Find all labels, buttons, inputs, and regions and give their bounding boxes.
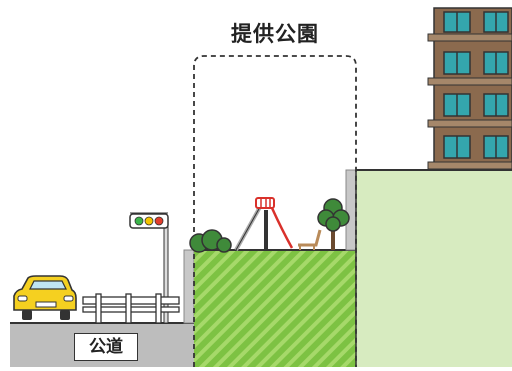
car-icon bbox=[13, 275, 77, 320]
park-boundary bbox=[193, 55, 357, 367]
road-label: 公道 bbox=[74, 333, 138, 361]
park-label: 提供公園 bbox=[231, 22, 319, 46]
park-area bbox=[194, 250, 356, 367]
bench-icon bbox=[298, 229, 322, 250]
tree-icon bbox=[317, 198, 350, 250]
traffic-light-icon bbox=[129, 212, 169, 324]
guardrail-icon bbox=[82, 293, 180, 324]
raised-site bbox=[356, 170, 512, 367]
site-retaining-wall bbox=[345, 169, 357, 251]
building-icon bbox=[427, 7, 512, 171]
bush-icon bbox=[189, 229, 232, 253]
slide-icon bbox=[234, 197, 294, 251]
park-retaining-wall bbox=[183, 249, 195, 324]
